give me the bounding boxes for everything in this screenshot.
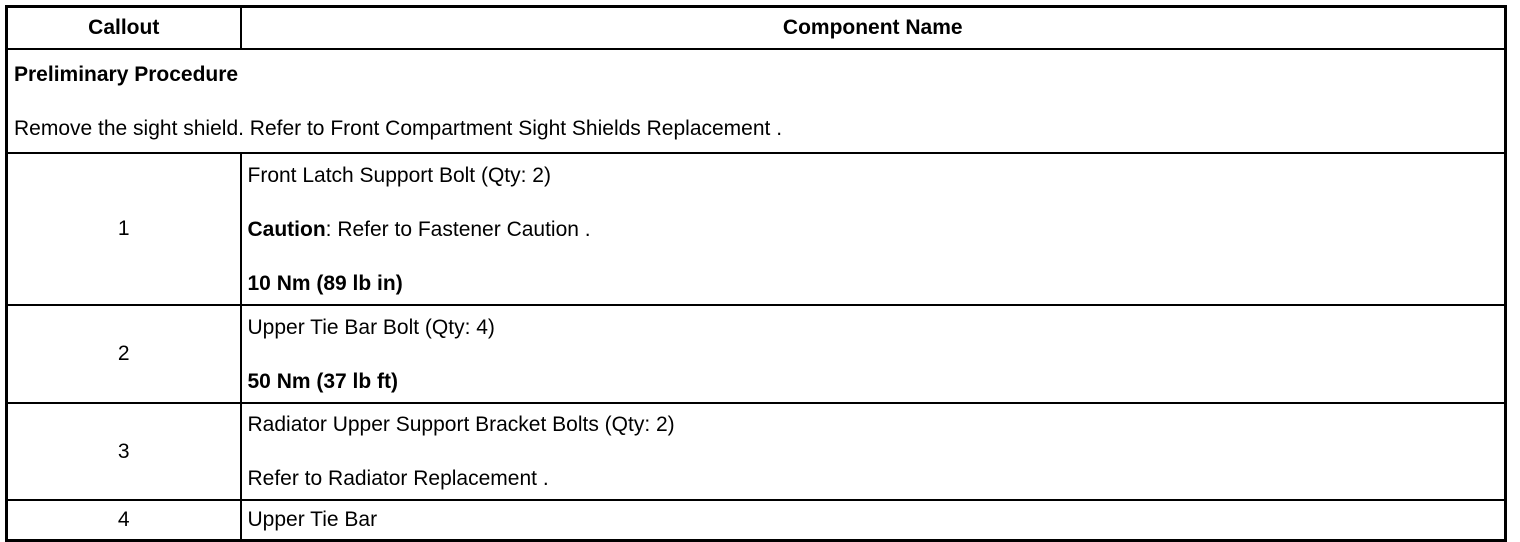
callout-header: Callout: [5, 5, 242, 50]
component-cell: Radiator Upper Support Bracket Bolts (Qt…: [239, 402, 1507, 501]
component-name: Upper Tie Bar: [247, 508, 378, 532]
caution-note: Caution: Refer to Fastener Caution .: [248, 216, 1499, 243]
table-row: 2 Upper Tie Bar Bolt (Qty: 4) 50 Nm (37 …: [5, 304, 1507, 404]
component-cell: Upper Tie Bar Bolt (Qty: 4) 50 Nm (37 lb…: [239, 304, 1507, 404]
callout-number: 1: [5, 152, 242, 306]
component-cell: Upper Tie Bar: [239, 499, 1507, 541]
component-cell: Front Latch Support Bolt (Qty: 2) Cautio…: [239, 152, 1507, 306]
table-row: 4 Upper Tie Bar: [5, 499, 1507, 541]
preliminary-title: Preliminary Procedure: [14, 62, 239, 86]
preliminary-step: Remove the sight shield. Refer to Front …: [14, 116, 783, 140]
torque-spec: 10 Nm (89 lb in): [247, 271, 403, 295]
component-name: Front Latch Support Bolt (Qty: 2): [247, 163, 551, 187]
caution-label: Caution: [247, 217, 326, 241]
header-row: Callout Component Name: [5, 5, 1507, 50]
table-row: 1 Front Latch Support Bolt (Qty: 2) Caut…: [5, 152, 1507, 306]
torque-spec: 50 Nm (37 lb ft): [247, 369, 399, 393]
component-name: Upper Tie Bar Bolt (Qty: 4): [247, 315, 495, 339]
reference-note: Refer to Radiator Replacement .: [247, 467, 549, 490]
caution-text: : Refer to Fastener Caution .: [325, 217, 591, 241]
component-name-header: Component Name: [239, 5, 1507, 50]
callout-number: 3: [5, 402, 242, 501]
component-name: Radiator Upper Support Bracket Bolts (Qt…: [247, 413, 675, 436]
callout-number: 2: [5, 304, 242, 404]
table-row: 3 Radiator Upper Support Bracket Bolts (…: [5, 402, 1507, 501]
procedure-table: Callout Component Name Preliminary Proce…: [5, 5, 1507, 542]
preliminary-cell: Preliminary Procedure Remove the sight s…: [5, 48, 1507, 154]
callout-number: 4: [5, 499, 242, 541]
preliminary-row: Preliminary Procedure Remove the sight s…: [5, 48, 1507, 154]
